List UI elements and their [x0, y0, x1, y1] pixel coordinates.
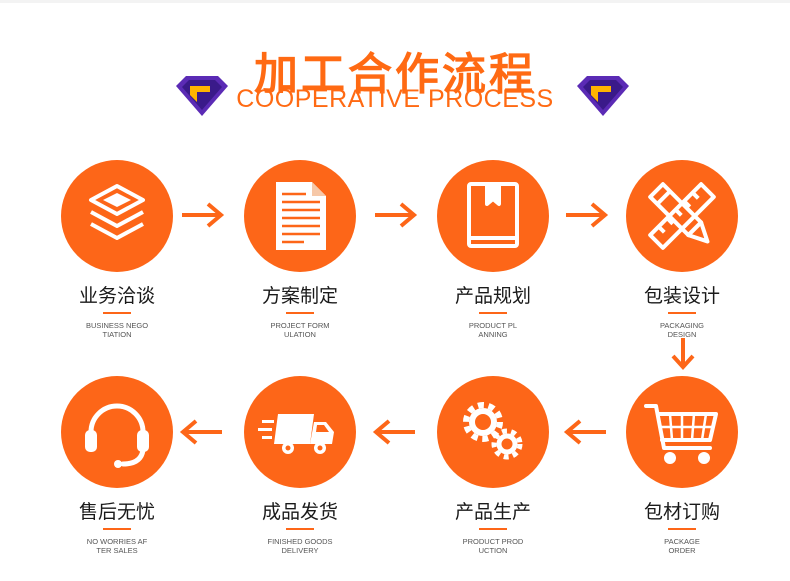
- step-underline: [286, 312, 314, 314]
- gem-icon: [176, 76, 228, 116]
- step-underline: [103, 528, 131, 530]
- pencil-ruler-icon: [648, 182, 716, 250]
- step-label-en: PACKAGE ORDER: [664, 537, 700, 555]
- step-label: 方案制定: [261, 285, 338, 307]
- step-label-en: FINISHED GOODS DELIVERY: [267, 537, 333, 555]
- gem-icon: [577, 76, 629, 116]
- step-underline: [668, 312, 696, 314]
- step-circle: [437, 376, 549, 488]
- step-circle: [244, 160, 356, 272]
- step-circle: [244, 376, 356, 488]
- arrow-left-icon: [372, 419, 415, 445]
- step-underline: [286, 528, 314, 530]
- step-label: 成品发货: [261, 501, 338, 523]
- arrow-left-icon: [563, 419, 606, 445]
- arrow-down-icon: [671, 338, 695, 370]
- step-label: 业务洽谈: [78, 285, 155, 307]
- page-subtitle: COOPERATIVE PROCESS: [236, 85, 554, 113]
- step-label: 包装设计: [643, 285, 720, 307]
- step-underline: [479, 312, 507, 314]
- document-icon: [276, 182, 326, 250]
- step-underline: [668, 528, 696, 530]
- gears-icon: [463, 402, 523, 460]
- step-circle: [61, 376, 173, 488]
- layers-icon: [89, 184, 145, 240]
- headset-icon: [85, 403, 149, 468]
- step-label-en: BUSINESS NEGO TIATION: [85, 321, 149, 339]
- step-label: 售后无忧: [78, 501, 155, 523]
- step-circle: [626, 160, 738, 272]
- step-label: 产品生产: [454, 501, 531, 523]
- step-label-en: PRODUCT PROD UCTION: [462, 537, 524, 555]
- step-label-en: NO WORRIES AF TER SALES: [86, 537, 148, 555]
- step-label: 产品规划: [454, 285, 531, 307]
- step-label-en: PROJECT FORM ULATION: [270, 321, 330, 339]
- step-underline: [103, 312, 131, 314]
- page-title: 加工合作流程: [254, 49, 536, 100]
- step-circle: [626, 376, 738, 488]
- step-label-en: PRODUCT PL ANNING: [468, 321, 518, 339]
- arrow-right-icon: [375, 202, 418, 228]
- step-underline: [479, 528, 507, 530]
- book-icon: [467, 182, 519, 248]
- cart-icon: [644, 404, 718, 464]
- truck-icon: [258, 414, 334, 454]
- arrow-left-icon: [179, 419, 222, 445]
- step-label: 包材订购: [643, 501, 720, 523]
- step-circle: [437, 160, 549, 272]
- top-divider: [0, 0, 790, 3]
- step-circle: [61, 160, 173, 272]
- step-label-en: PACKAGING DESIGN: [659, 321, 705, 339]
- arrow-right-icon: [566, 202, 609, 228]
- arrow-right-icon: [182, 202, 225, 228]
- page-header: 加工合作流程 COOPERATIVE PROCESS: [0, 30, 790, 120]
